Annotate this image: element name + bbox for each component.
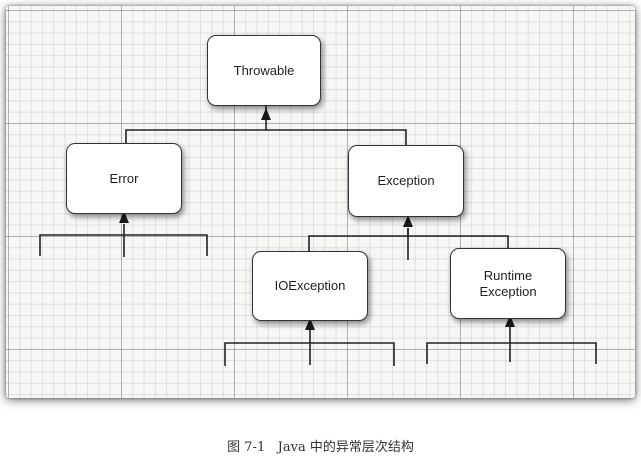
arrowhead-exception (403, 215, 413, 227)
throwable-label: Throwable (233, 62, 295, 78)
runtime-label-line1: Runtime (483, 267, 533, 283)
diagram-panel: Throwable Error Exception IOException Ru… (6, 6, 635, 398)
ioexception-label: IOException (274, 278, 346, 293)
runtime-exception-node: Runtime Exception (450, 248, 566, 319)
arrowhead-runtime (505, 315, 515, 327)
connector-throwable-error (125, 106, 267, 145)
connector-throwable-exception (266, 129, 407, 147)
exception-node: Exception (348, 145, 464, 217)
connector-ioexception-subclasses (224, 329, 395, 366)
figure-caption: 图 7-1 Java 中的异常层次结构 (0, 436, 641, 455)
arrowhead-error (119, 211, 129, 223)
exception-label: Exception (377, 173, 435, 188)
arrowhead-ioexception (305, 318, 315, 330)
figure-title: Java 中的异常层次结构 (277, 440, 414, 455)
connector-error-subclasses (39, 224, 208, 257)
connector-exception-ioexception (308, 228, 409, 253)
figure-number: 图 7-1 (227, 440, 266, 455)
error-node: Error (66, 143, 182, 214)
throwable-node: Throwable (207, 35, 321, 106)
connector-runtime-subclasses (426, 326, 597, 364)
connector-exception-runtime (408, 235, 509, 250)
connector-lines (39, 106, 597, 366)
ioexception-node: IOException (252, 251, 368, 321)
arrowhead-throwable (261, 108, 271, 120)
error-label: Error (109, 170, 139, 186)
runtime-label-line2: Exception (479, 283, 537, 299)
